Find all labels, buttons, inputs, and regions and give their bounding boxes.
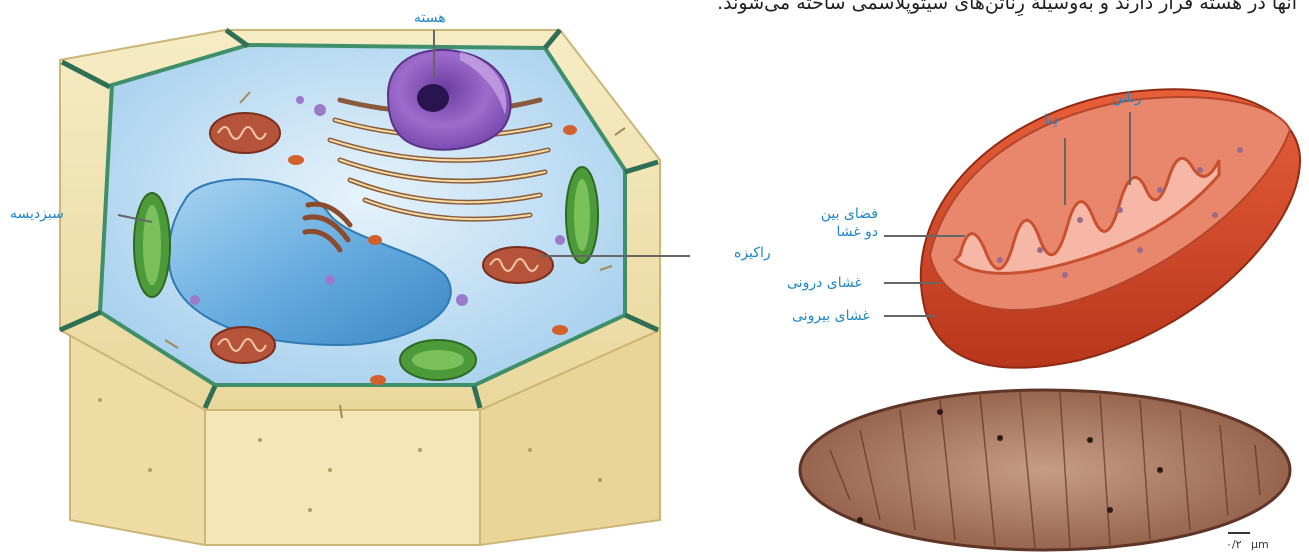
label-dna: دِنا	[1044, 112, 1058, 130]
label-chloroplast: سبزدیسه	[10, 206, 64, 224]
scale-bar-value: ۰/۲	[1226, 538, 1242, 551]
label-mitochondrion: راکیزه	[734, 245, 771, 263]
header-text: آنها در هسته قرار دارند و به‌وسیلهٔ رِنا…	[717, 0, 1297, 14]
label-inner-membrane: غشای درونی	[787, 275, 862, 293]
label-outer-membrane: غشای بیرونی	[792, 308, 870, 326]
scale-bar-unit: µm	[1251, 538, 1269, 551]
label-intermembrane-line1: فضای بین	[793, 206, 878, 224]
plant-cell-illustration	[0, 0, 700, 559]
label-ribosome: رناتن	[1112, 90, 1141, 108]
scale-bar-label: ۰/۲ µm	[1226, 538, 1269, 551]
label-intermembrane-line2: دو غشا	[793, 224, 878, 242]
label-nucleus: هسته	[414, 10, 446, 28]
label-intermembrane-space: فضای بین دو غشا	[793, 206, 878, 241]
